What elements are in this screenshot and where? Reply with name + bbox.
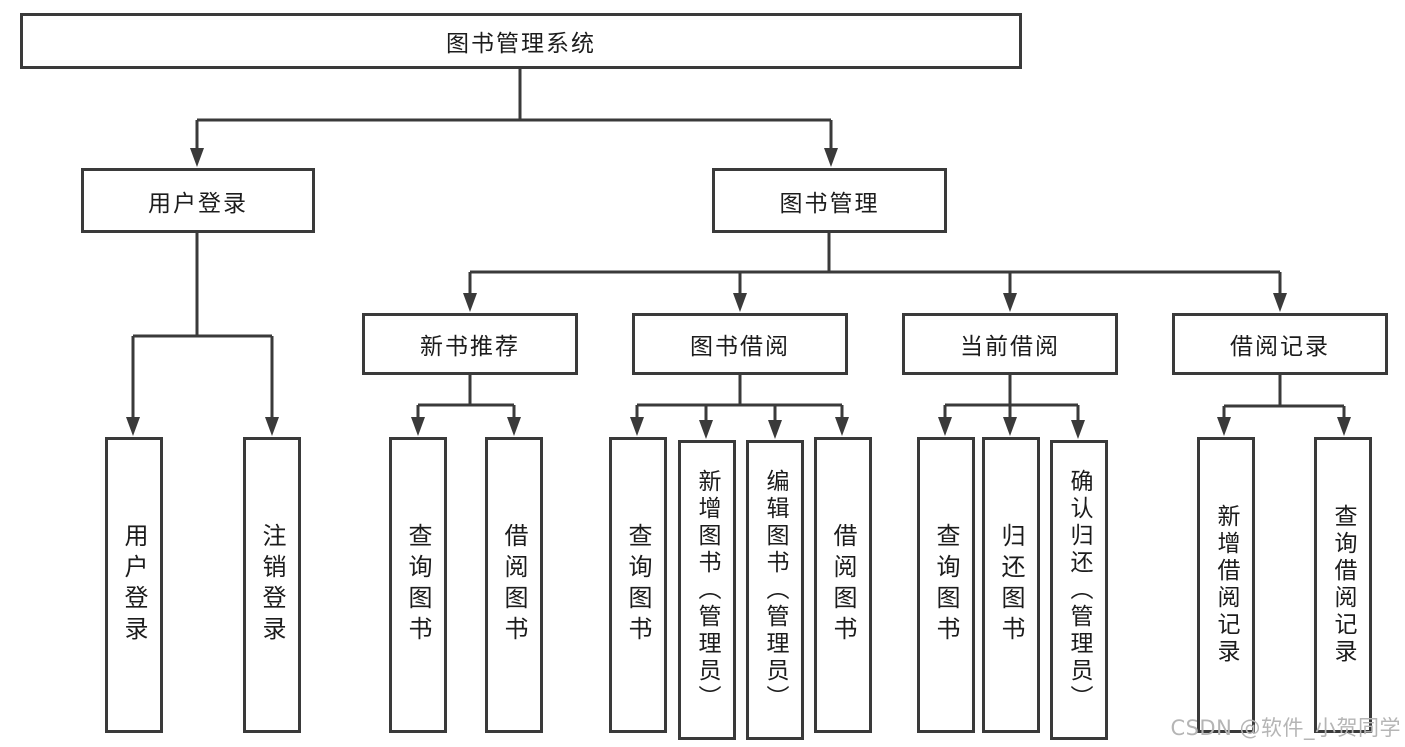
leaf-logout: 注销登录 [243,437,301,733]
leaf-user-login: 用户登录 [105,437,163,733]
leaf-add-book-admin: 新增图书（管理员） [678,440,736,740]
node-book-management: 图书管理 [712,168,947,233]
leaf-recommend-search-book: 查询图书 [389,437,447,733]
node-root: 图书管理系统 [20,13,1022,69]
connector-arrowheads [126,148,1351,439]
leaf-borrow-book: 借阅图书 [814,437,872,733]
node-borrow-records: 借阅记录 [1172,313,1388,375]
node-user-login: 用户登录 [81,168,315,233]
leaf-current-search-book: 查询图书 [917,437,975,733]
leaf-search-borrow-record: 查询借阅记录 [1314,437,1372,733]
node-new-book-recommend: 新书推荐 [362,313,578,375]
watermark: CSDN @软件_小贺同学 [1170,716,1401,740]
leaf-borrow-search-book: 查询图书 [609,437,667,733]
leaf-add-borrow-record: 新增借阅记录 [1197,437,1255,733]
leaf-return-book: 归还图书 [982,437,1040,733]
node-current-borrow: 当前借阅 [902,313,1118,375]
node-book-borrow: 图书借阅 [632,313,848,375]
connector-strokes [131,69,1346,425]
leaf-confirm-return-admin: 确认归还（管理员） [1050,440,1108,740]
leaf-edit-book-admin: 编辑图书（管理员） [746,440,804,740]
leaf-recommend-borrow-book: 借阅图书 [485,437,543,733]
